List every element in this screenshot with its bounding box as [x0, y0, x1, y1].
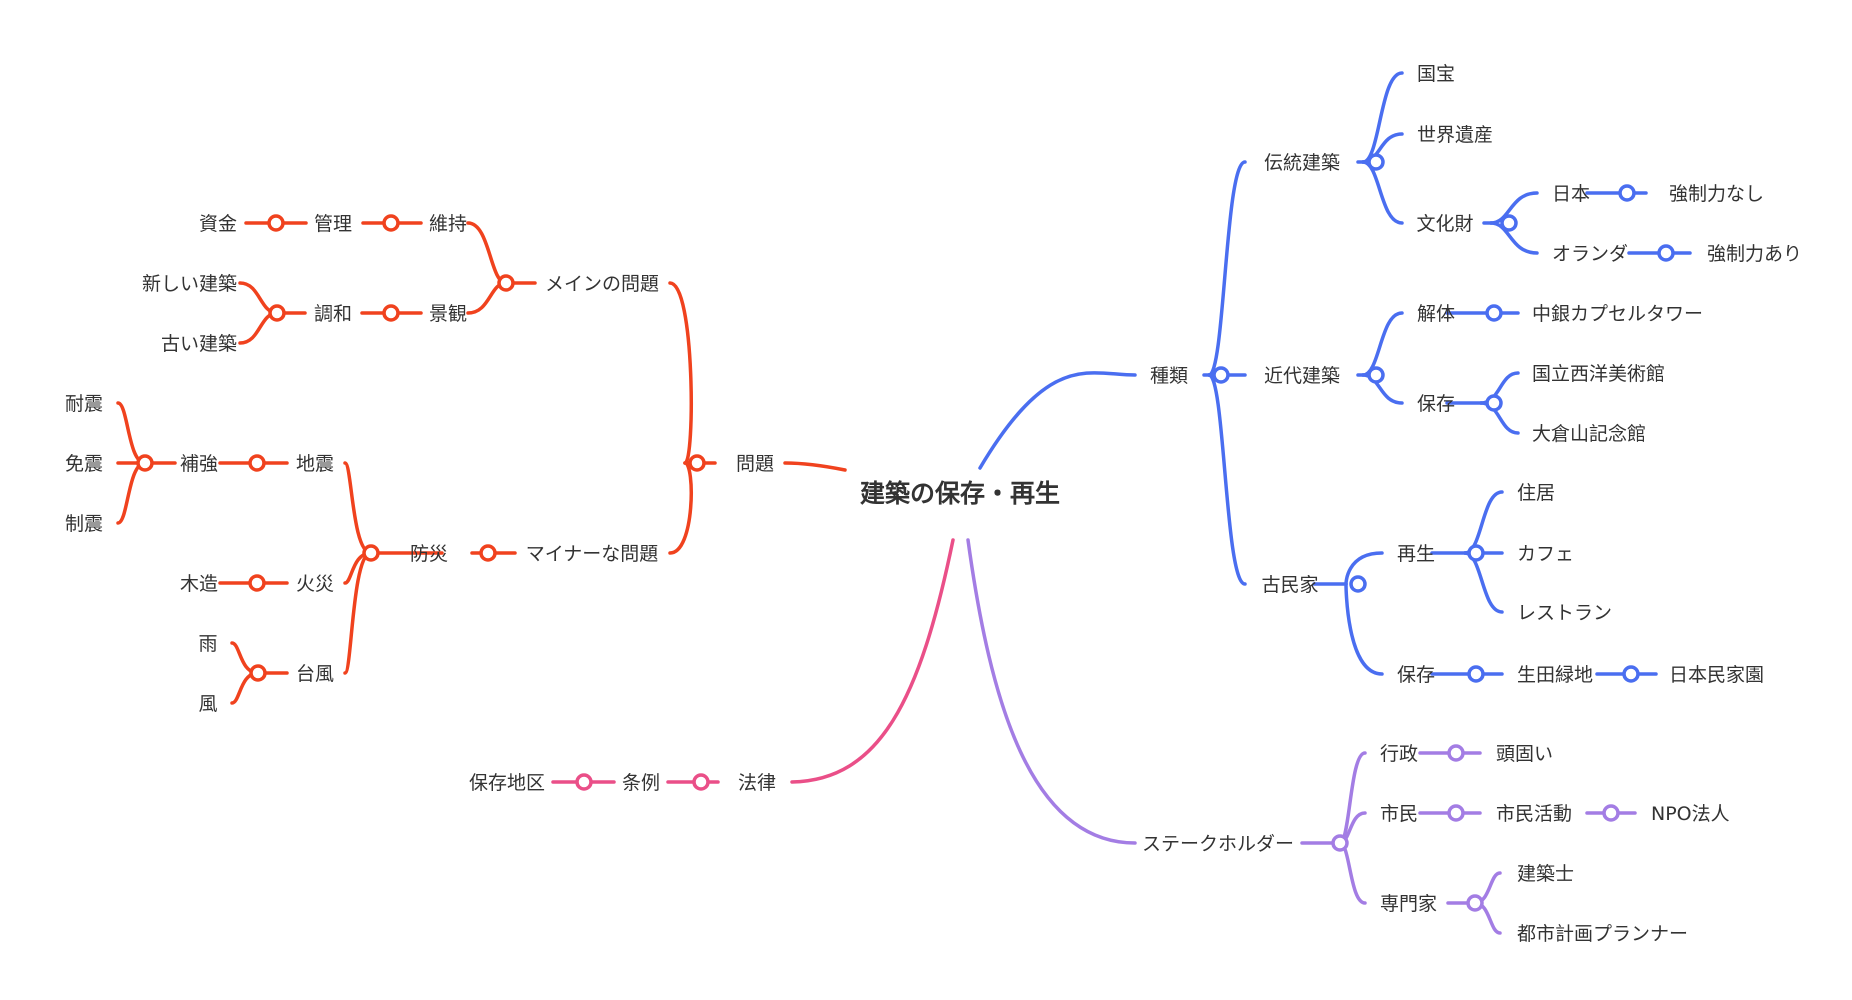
atamagatai-label[interactable]: 頭固い	[1496, 743, 1553, 765]
taifu-label[interactable]: 台風	[296, 663, 334, 685]
stakeholder-branch-nodes	[1331, 744, 1620, 912]
keikan-label[interactable]: 景観	[429, 303, 467, 325]
main-problem-node[interactable]	[497, 274, 515, 292]
problem-node[interactable]	[688, 454, 706, 472]
kominka-label[interactable]: 古民家	[1261, 574, 1318, 596]
ikuta-node[interactable]	[1622, 665, 1640, 683]
type-node[interactable]	[1212, 366, 1230, 384]
shimin-label[interactable]: 市民	[1380, 803, 1418, 825]
law-label[interactable]: 法律	[738, 772, 776, 794]
minor-problem-label[interactable]: マイナーな問題	[526, 543, 659, 565]
modern-label[interactable]: 近代建築	[1264, 365, 1340, 387]
taifu-node[interactable]	[249, 664, 267, 682]
problem-label[interactable]: 問題	[736, 453, 774, 475]
jukyo-label[interactable]: 住居	[1517, 482, 1555, 504]
seiyo-label[interactable]: 国立西洋美術館	[1532, 363, 1665, 385]
keikan-node[interactable]	[382, 304, 400, 322]
bosai-label[interactable]: 防災	[410, 543, 448, 565]
senmonka-node[interactable]	[1466, 894, 1484, 912]
nihon-label[interactable]: 日本	[1552, 183, 1590, 205]
kanri-label[interactable]: 管理	[314, 213, 352, 235]
kokuho-label[interactable]: 国宝	[1417, 63, 1455, 85]
katsudo-node[interactable]	[1602, 804, 1620, 822]
restaurant-label[interactable]: レストラン	[1517, 602, 1612, 624]
shimin-node[interactable]	[1447, 804, 1465, 822]
bunkazai-label[interactable]: 文化財	[1416, 213, 1473, 235]
taishin-label[interactable]: 耐震	[65, 393, 103, 415]
menshin-label[interactable]: 免震	[65, 453, 103, 475]
holland-node[interactable]	[1657, 244, 1675, 262]
modern-node[interactable]	[1367, 366, 1385, 384]
nihon-node[interactable]	[1618, 184, 1636, 202]
kenchikushi-label[interactable]: 建築士	[1517, 863, 1574, 885]
iji-node[interactable]	[382, 214, 400, 232]
type-branch-nodes	[1212, 153, 1675, 683]
hokyo-label[interactable]: 補強	[180, 453, 218, 475]
hokyo-node[interactable]	[136, 454, 154, 472]
stakeholder-node[interactable]	[1331, 834, 1349, 852]
jishin-label[interactable]: 地震	[296, 453, 334, 475]
senmonka-label[interactable]: 専門家	[1380, 893, 1437, 915]
nihon-force-label[interactable]: 強制力なし	[1669, 183, 1764, 205]
kaitai-node[interactable]	[1485, 304, 1503, 322]
kominka-hozon-label[interactable]: 保存	[1397, 664, 1435, 686]
holland-label[interactable]: オランダ	[1552, 243, 1628, 265]
minkaen-label[interactable]: 日本民家園	[1669, 664, 1764, 686]
stakeholder-label[interactable]: ステークホルダー	[1142, 833, 1294, 855]
planner-label[interactable]: 都市計画プランナー	[1517, 923, 1688, 945]
capsule-label[interactable]: 中銀カプセルタワー	[1532, 303, 1703, 325]
ikuta-label[interactable]: 生田緑地	[1517, 664, 1593, 686]
bunkazai-node[interactable]	[1500, 214, 1518, 232]
chiku-label[interactable]: 保存地区	[469, 772, 545, 794]
jishin-node[interactable]	[248, 454, 266, 472]
kanri-node[interactable]	[267, 214, 285, 232]
jorei-node[interactable]	[575, 773, 593, 791]
katsudo-label[interactable]: 市民活動	[1496, 803, 1572, 825]
chowa-node[interactable]	[268, 304, 286, 322]
traditional-label[interactable]: 伝統建築	[1264, 152, 1340, 174]
cafe-label[interactable]: カフェ	[1517, 543, 1574, 565]
okura-label[interactable]: 大倉山記念館	[1532, 422, 1646, 445]
kaze-label[interactable]: 風	[198, 693, 217, 715]
bosai-node[interactable]	[362, 544, 380, 562]
saisei-label[interactable]: 再生	[1397, 543, 1435, 565]
jorei-label[interactable]: 条例	[622, 772, 660, 794]
traditional-node[interactable]	[1367, 153, 1385, 171]
kominka-node[interactable]	[1349, 575, 1367, 593]
modern-hozon-label[interactable]: 保存	[1417, 393, 1455, 415]
kaitai-label[interactable]: 解体	[1417, 303, 1455, 325]
type-label[interactable]: 種類	[1150, 365, 1188, 387]
law-branch-connectors	[551, 538, 955, 784]
main-problem-label[interactable]: メインの問題	[545, 273, 659, 295]
old-arch-label[interactable]: 古い建築	[161, 333, 237, 355]
kasai-label[interactable]: 火災	[296, 573, 334, 595]
mokuzo-label[interactable]: 木造	[180, 573, 218, 595]
seishin-label[interactable]: 制震	[65, 513, 103, 535]
minor-problem-node[interactable]	[479, 544, 497, 562]
gyosei-node[interactable]	[1447, 744, 1465, 762]
saisei-node[interactable]	[1467, 544, 1485, 562]
law-branch-nodes	[575, 773, 710, 791]
shikin-label[interactable]: 資金	[199, 213, 237, 235]
law-node[interactable]	[692, 773, 710, 791]
root-topic[interactable]: 建築の保存・再生	[860, 479, 1060, 508]
kasai-node[interactable]	[248, 574, 266, 592]
new-arch-label[interactable]: 新しい建築	[142, 273, 237, 295]
chowa-label[interactable]: 調和	[314, 303, 352, 325]
problem-branch-nodes	[136, 214, 706, 682]
ame-label[interactable]: 雨	[198, 633, 217, 655]
npo-label[interactable]: NPO法人	[1651, 803, 1730, 825]
gyosei-label[interactable]: 行政	[1380, 743, 1418, 765]
kominka-hozon-node[interactable]	[1467, 665, 1485, 683]
modern-hozon-node[interactable]	[1485, 394, 1503, 412]
sekai-label[interactable]: 世界遺産	[1417, 124, 1493, 146]
iji-label[interactable]: 維持	[429, 213, 467, 235]
holland-force-label[interactable]: 強制力あり	[1707, 243, 1802, 265]
